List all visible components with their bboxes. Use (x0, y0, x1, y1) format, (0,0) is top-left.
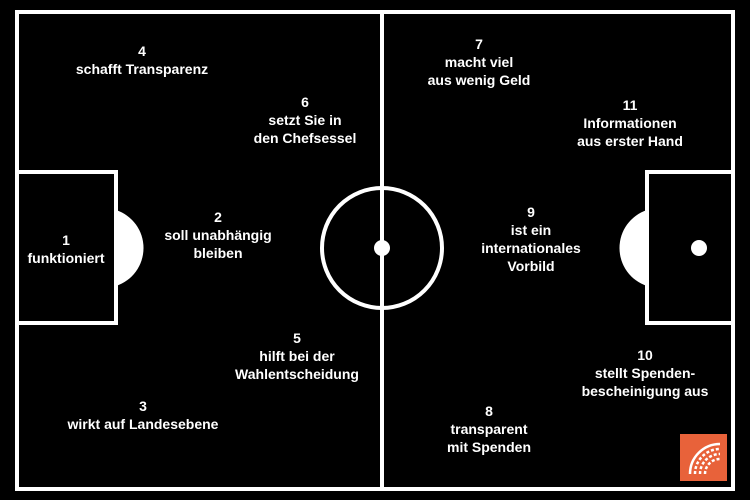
position-7: 7 macht viel aus wenig Geld (428, 35, 531, 89)
position-number: 5 (293, 330, 301, 346)
position-text: Vorbild (507, 258, 555, 274)
position-number: 4 (138, 43, 146, 59)
position-text: aus wenig Geld (427, 72, 531, 88)
position-text: soll unabhängig (164, 227, 272, 243)
position-text: schafft Transparenz (75, 61, 209, 77)
center-spot (374, 240, 390, 256)
position-number: 8 (485, 403, 493, 419)
position-3: 3 wirkt auf Landesebene (68, 397, 219, 433)
position-text: setzt Sie in (268, 112, 342, 128)
position-text: wirkt auf Landesebene (67, 416, 219, 432)
position-text: den Chefsessel (253, 130, 357, 146)
position-2: 2 soll unabhängig bleiben (164, 208, 271, 262)
position-number: 2 (214, 209, 222, 225)
position-text: aus erster Hand (577, 133, 683, 149)
position-text: bescheinigung aus (581, 383, 709, 399)
position-text: bleiben (193, 245, 243, 261)
position-number: 7 (475, 36, 483, 52)
right-penalty-arc (619, 210, 647, 286)
position-number: 6 (301, 94, 309, 110)
position-text: stellt Spenden- (594, 365, 696, 381)
left-penalty-arc (116, 210, 144, 286)
position-11: 11 Informationen aus erster Hand (577, 96, 683, 150)
position-6: 6 setzt Sie in den Chefsessel (254, 93, 357, 147)
position-text: Wahlentscheidung (235, 366, 359, 382)
position-9: 9 ist ein internationales Vorbild (481, 203, 581, 275)
position-text: internationales (481, 240, 581, 256)
position-4: 4 schafft Transparenz (76, 42, 208, 78)
position-1: 1 funktioniert (28, 231, 105, 267)
position-10: 10 stellt Spenden- bescheinigung aus (582, 346, 709, 400)
position-text: transparent (450, 421, 528, 437)
position-text: macht viel (444, 54, 514, 70)
center-circle (320, 186, 444, 310)
position-number: 10 (637, 347, 653, 363)
position-number: 11 (622, 97, 638, 113)
position-number: 9 (527, 204, 535, 220)
position-5: 5 hilft bei der Wahlentscheidung (235, 329, 359, 383)
right-penalty-spot (691, 240, 707, 256)
right-penalty-box (645, 170, 735, 325)
position-text: hilft bei der (259, 348, 335, 364)
position-text: ist ein (510, 222, 552, 238)
left-penalty-box (15, 170, 118, 325)
position-number: 3 (139, 398, 147, 414)
position-text: funktioniert (27, 250, 105, 266)
position-number: 1 (62, 232, 70, 248)
position-8: 8 transparent mit Spenden (447, 402, 531, 456)
position-text: mit Spenden (446, 439, 532, 455)
fan-logo-icon (680, 434, 727, 481)
position-text: Informationen (583, 115, 677, 131)
